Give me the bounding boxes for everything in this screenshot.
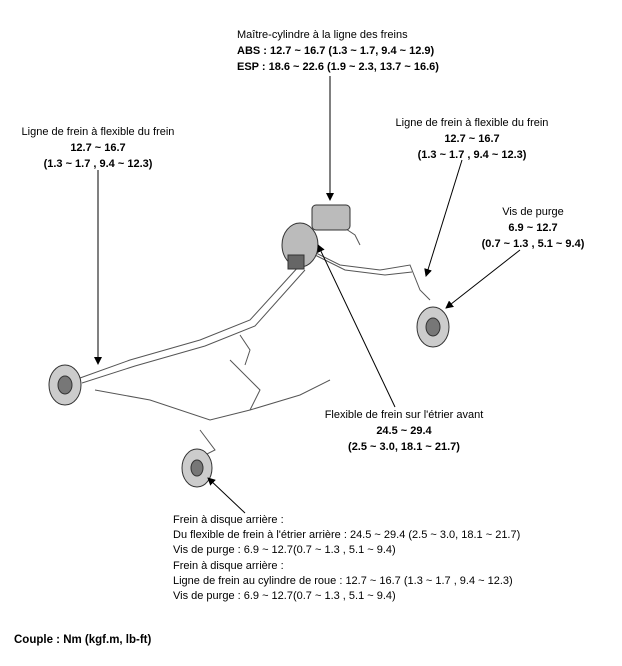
- right-hose-nm: 12.7 ~ 16.7: [444, 133, 500, 145]
- bleed-screw-alt: (0.7 ~ 1.3 , 5.1 ~ 9.4): [481, 238, 585, 250]
- master-cylinder-title: Maître-cylindre à la ligne des freins: [237, 29, 408, 41]
- master-cylinder: [281, 204, 351, 270]
- front-caliper-label: Flexible de frein sur l'étrier avant 24.…: [304, 407, 504, 455]
- master-cylinder-abs: ABS : 12.7 ~ 16.7 (1.3 ~ 1.7, 9.4 ~ 12.9…: [237, 45, 435, 57]
- master-cylinder-label: Maître-cylindre à la ligne des freins AB…: [237, 27, 439, 75]
- callout-arrows: [94, 76, 521, 514]
- bleed-screw-nm: 6.9 ~ 12.7: [508, 222, 558, 234]
- rear-brake-specs: Frein à disque arrière : Du flexible de …: [173, 513, 520, 604]
- rear-left-drum: [48, 364, 82, 406]
- left-hose-alt: (1.3 ~ 1.7 , 9.4 ~ 12.3): [43, 158, 153, 170]
- front-caliper-title: Flexible de frein sur l'étrier avant: [324, 409, 484, 421]
- torque-units-note: Couple : Nm (kgf.m, lb-ft): [14, 634, 152, 646]
- front-caliper-alt: (2.5 ~ 3.0, 18.1 ~ 21.7): [348, 441, 460, 453]
- rear-right-disc: [181, 448, 213, 488]
- master-cylinder-esp: ESP : 18.6 ~ 22.6 (1.9 ~ 2.3, 13.7 ~ 16.…: [237, 61, 439, 73]
- bleed-screw-label: Vis de purge 6.9 ~ 12.7 (0.7 ~ 1.3 , 5.1…: [453, 204, 613, 252]
- left-hose-nm: 12.7 ~ 16.7: [70, 142, 126, 154]
- rear-spec-line: Frein à disque arrière :: [173, 514, 284, 526]
- front-right-disc: [416, 306, 450, 348]
- rear-spec-line: Du flexible de frein à l'étrier arrière …: [173, 529, 521, 542]
- right-hose-alt: (1.3 ~ 1.7 , 9.4 ~ 12.3): [417, 149, 527, 161]
- rear-spec-line: Vis de purge : 6.9 ~ 12.7(0.7 ~ 1.3 , 5.…: [173, 590, 396, 603]
- rear-spec-line: Frein à disque arrière :: [173, 559, 284, 572]
- rear-spec-line: Ligne de frein au cylindre de roue : 12.…: [173, 574, 513, 587]
- brake-lines: [79, 224, 431, 461]
- left-hose-label: Ligne de frein à flexible du frein 12.7 …: [8, 124, 188, 172]
- right-hose-title: Ligne de frein à flexible du frein: [395, 117, 549, 129]
- bleed-screw-title: Vis de purge: [502, 206, 564, 218]
- left-hose-title: Ligne de frein à flexible du frein: [21, 126, 175, 138]
- right-hose-label: Ligne de frein à flexible du frein 12.7 …: [382, 115, 562, 163]
- front-caliper-nm: 24.5 ~ 29.4: [376, 425, 432, 437]
- rear-spec-line: Vis de purge : 6.9 ~ 12.7(0.7 ~ 1.3 , 5.…: [173, 544, 396, 557]
